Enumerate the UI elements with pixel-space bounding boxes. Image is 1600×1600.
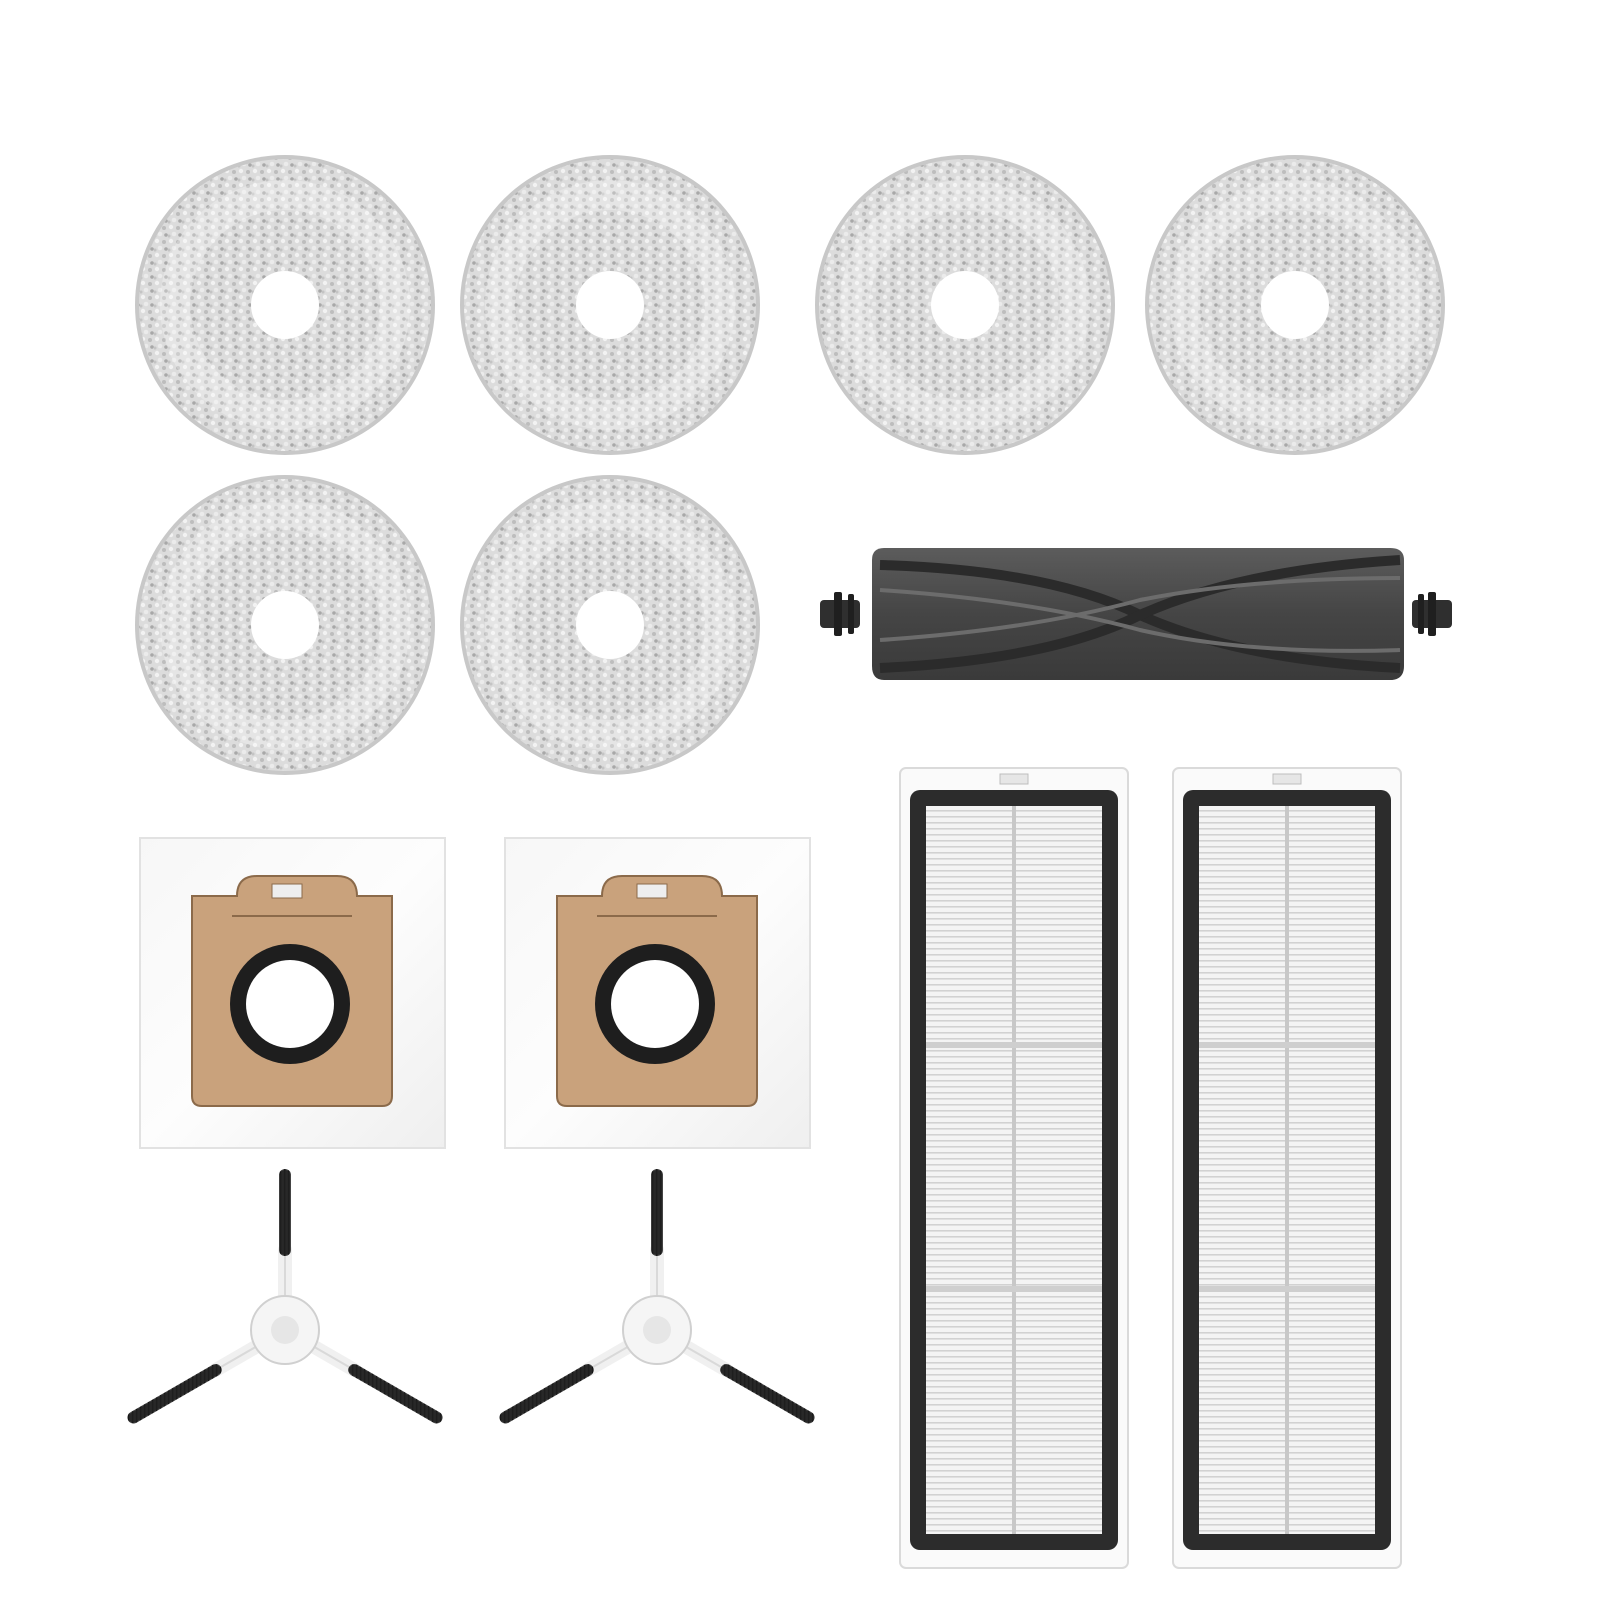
mop-pad-icon [1145,155,1445,455]
mop-pad-center-hole [251,271,319,339]
mop-pad-icon [815,155,1115,455]
mop-pads-group [135,155,1445,775]
side-brushes-group [127,1169,815,1424]
dust-bags-group [139,837,811,1149]
mop-pad-icon [135,155,435,455]
mop-pad-icon [460,155,760,455]
side-brush-icon [127,1169,443,1424]
mop-pad-center-hole [251,591,319,659]
hepa-filters-group [899,767,1402,1569]
mop-pad-center-hole [1261,271,1329,339]
roller-brush-icon [820,548,1452,680]
mop-pad-icon [135,475,435,775]
mop-pad-center-hole [576,591,644,659]
side-brush-icon [499,1169,815,1424]
hepa-filter-icon [899,767,1129,1569]
mop-pad-icon [460,475,760,775]
mop-pad-center-hole [576,271,644,339]
mop-pad-center-hole [931,271,999,339]
dust-bag-icon [139,837,446,1149]
dust-bag-icon [504,837,811,1149]
hepa-filter-icon [1172,767,1402,1569]
